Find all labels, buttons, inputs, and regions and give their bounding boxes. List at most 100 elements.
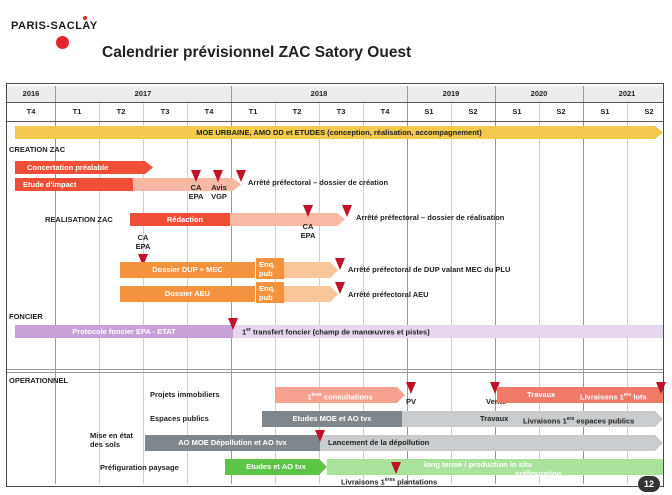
year-header: 2016 [22, 89, 40, 98]
transfert-pre: 1 [242, 327, 247, 337]
realisation-label: REALISATION ZAC [45, 215, 113, 224]
transfert-sup: er [246, 327, 251, 333]
brand-logo-text: PARIS-SACLAY [11, 20, 98, 32]
grid-line [627, 103, 628, 484]
livraisons-ep-sup: ers [566, 416, 575, 422]
livraisons-lots-label: Livraisons 1ers lots [580, 387, 647, 403]
redaction-label: Rédaction [166, 215, 204, 224]
livraisons-plant-sup: ères [384, 477, 396, 483]
lancement-label: Lancement de la dépollution [328, 438, 430, 447]
period-header: T1 [72, 107, 82, 116]
period-header: S2 [556, 107, 566, 116]
grid-line [451, 103, 452, 484]
ca-epa-milestone-icon [191, 170, 201, 182]
year-header: 2017 [134, 89, 152, 98]
arrete-creation-note: Arrêté préfectoral – dossier de création [248, 178, 389, 187]
livraisons-ep-pre: Livraisons 1 [523, 416, 567, 426]
year-header: 2020 [530, 89, 548, 98]
period-header: S1 [424, 107, 434, 116]
long-terme-label: long terme / production in situ [424, 460, 532, 469]
avis-vgp-milestone-icon [213, 170, 223, 182]
grid-line [495, 86, 496, 484]
year-header: 2018 [310, 89, 328, 98]
projets-label: Projets immobiliers [150, 390, 220, 399]
dup-ca-epa-milestone-icon [138, 254, 148, 266]
espaces-label: Espaces publics [150, 414, 209, 423]
foncier-section-label: FONCIER [9, 312, 43, 321]
livraisons-lots-sup: ers [623, 392, 632, 398]
foncier-tail-bar [233, 325, 663, 338]
section-divider-2 [7, 372, 663, 373]
period-header: T1 [248, 107, 258, 116]
prefiguration-label: préfiguration [515, 469, 562, 478]
travaux-lots-bar [497, 387, 663, 403]
period-header: S2 [644, 107, 654, 116]
etudes-ao-bar: Etudes et AO tvx [225, 459, 327, 475]
etudes-moe-bar: Etudes MOE et AO tvx [262, 411, 402, 427]
livraisons-ep-post: espaces publics [574, 416, 635, 426]
grid-line [407, 86, 408, 484]
consultations-post: consultations [321, 392, 373, 402]
header-bottom-line [7, 121, 663, 122]
period-header: T3 [160, 107, 170, 116]
grid-line [99, 103, 100, 484]
year-header-row [7, 86, 663, 103]
vente-note: Vente [486, 397, 507, 406]
travaux-2-label: Travaux [480, 414, 509, 423]
period-header: T2 [292, 107, 302, 116]
consultations-pre: 1 [307, 392, 312, 402]
livraisons-plantations-note: Livraisons 1ères plantations [341, 477, 437, 487]
arrete-aeu-milestone-icon [335, 282, 345, 294]
livraisons-lots-milestone-icon [656, 382, 666, 394]
livraisons-plant-post: plantations [395, 477, 438, 487]
etude-impact-bar: Etude d'impact [15, 178, 133, 191]
transfert-note: 1er transfert foncier (champ de manœuvre… [242, 327, 430, 337]
dup-tail-bar [284, 262, 338, 278]
livraisons-lots-post: lots [631, 392, 647, 402]
period-header: T4 [380, 107, 390, 116]
ao-moe-bar: AO MOE Dépollution et AO tvx [145, 435, 320, 451]
period-header: T4 [26, 107, 36, 116]
travaux-label: Travaux [527, 390, 556, 399]
operationnel-section-label: OPERATIONNEL [9, 376, 69, 385]
consultations-bar: 1ères consultations [275, 387, 405, 403]
realisation-tail-bar [230, 213, 345, 226]
brand-logo-dot [56, 36, 69, 49]
vente-milestone-icon [490, 382, 500, 394]
transfert-milestone-icon [228, 318, 238, 330]
grid-line [363, 103, 364, 484]
redaction-bar [130, 213, 230, 226]
ca-epa-label: CA EPA [188, 183, 204, 201]
section-divider [7, 369, 663, 370]
period-header: S2 [468, 107, 478, 116]
year-header: 2019 [442, 89, 460, 98]
lancement-milestone-icon [315, 430, 325, 442]
period-header: T2 [116, 107, 126, 116]
depollution-tail-bar [320, 435, 663, 451]
realisation-ca-epa-label: CA EPA [300, 222, 316, 240]
page-number-badge: 12 [638, 476, 660, 492]
plantations-milestone-icon [391, 462, 401, 474]
grid-line [539, 103, 540, 484]
livraisons-plant-pre: Livraisons 1 [341, 477, 385, 487]
enq-pub-bar: Enq. pub [256, 258, 284, 279]
period-header: S1 [600, 107, 610, 116]
long-terme-bar [327, 459, 663, 475]
period-header-row [7, 103, 663, 121]
pv-note: PV [406, 397, 417, 406]
consultations-sup: ères [311, 392, 322, 398]
arrete-realisation-note: Arrêté préfectoral – dossier de réalisat… [356, 213, 505, 222]
grid-line [231, 86, 232, 484]
year-header: 2021 [618, 89, 636, 98]
dossier-aeu-bar: Dossier AEU [120, 286, 255, 302]
grid-line [583, 86, 584, 484]
dossier-dup-bar: Dossier DUP + MEC [120, 262, 255, 278]
arrete-creation-milestone-icon [236, 170, 246, 182]
prefig-label: Préfiguration paysage [100, 463, 179, 472]
period-header: S1 [512, 107, 522, 116]
livraisons-lots-pre: Livraisons 1 [580, 392, 624, 402]
brand-logo-dot-small [83, 16, 87, 20]
espaces-tail-bar [402, 411, 663, 427]
protocole-bar: Protocole foncier EPA - ETAT [15, 325, 233, 338]
dup-ca-epa-label: CA EPA [135, 233, 151, 251]
